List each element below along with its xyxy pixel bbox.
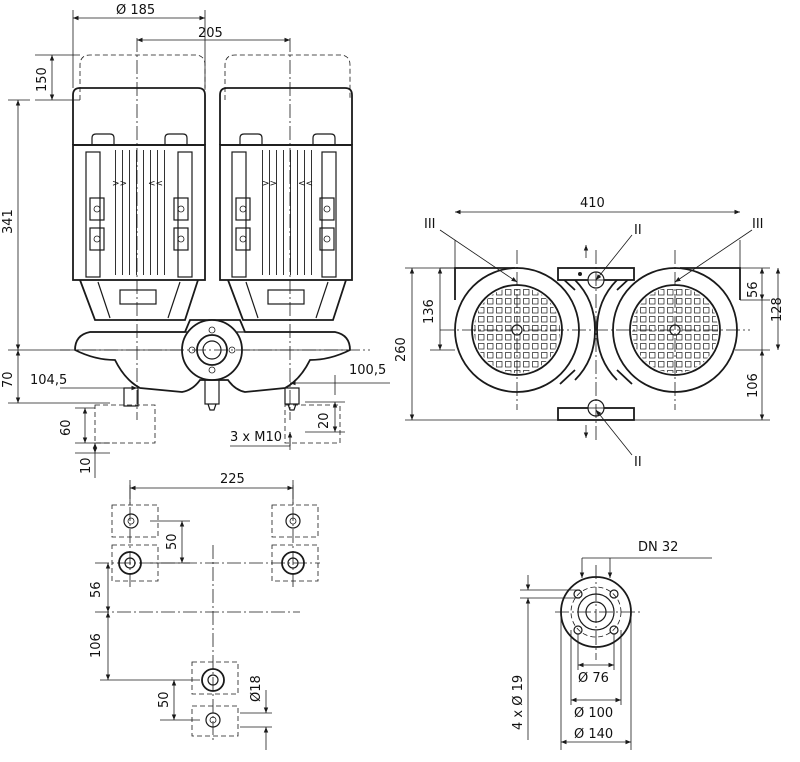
svg-text:<<: << (298, 179, 313, 189)
label-II-top: II (634, 223, 642, 238)
dim-top-width: 410 (580, 196, 605, 211)
label-II-bottom: II (634, 455, 642, 470)
dim-flange-d76: Ø 76 (578, 671, 609, 686)
right-motor-body (219, 144, 353, 281)
dim-motor-spacing: 205 (198, 26, 223, 41)
dim-flange-d100: Ø 100 (574, 706, 613, 721)
dim-total-height: 341 (1, 209, 16, 234)
dim-flange-d140: Ø 140 (574, 727, 613, 742)
dim-top-right-large: 128 (770, 297, 785, 322)
dim-foot-height: 60 (59, 419, 74, 436)
dim-top-left-offset: 136 (422, 299, 437, 324)
front-view: >> << >> << (8, 10, 390, 478)
left-motor-cap (79, 54, 206, 100)
dim-flange-height: 70 (1, 371, 16, 388)
dim-top-right-small: 56 (746, 281, 761, 298)
dim-base-hole: Ø18 (249, 675, 264, 702)
right-motor-cap (224, 54, 351, 100)
left-motor-body (72, 144, 206, 281)
left-motor-fan-cover (72, 87, 206, 145)
dim-base-lower-pair: 50 (157, 691, 172, 708)
dim-left-offset: 104,5 (30, 373, 67, 388)
dim-motor-diameter: Ø 185 (116, 3, 155, 18)
base-footprint (95, 480, 320, 750)
dim-base-upper-pair: 50 (165, 533, 180, 550)
dim-base-center-offset: 56 (89, 581, 104, 598)
dim-flange-dn: DN 32 (638, 540, 678, 555)
flange-detail (520, 557, 712, 750)
dim-base-spacing: 225 (220, 472, 245, 487)
right-motor-fan-cover (219, 87, 353, 145)
dim-flange-bolt-holes: 4 x Ø 19 (511, 675, 526, 730)
dim-feet-thread: 3 x M10 (230, 430, 282, 445)
dim-motor-cap: 150 (35, 67, 50, 92)
top-view (405, 209, 781, 456)
svg-text:<<: << (148, 179, 163, 189)
dim-foot-gap: 20 (317, 412, 332, 429)
label-III-right: III (752, 217, 764, 232)
dim-top-height: 260 (394, 337, 409, 362)
svg-text:>>: >> (262, 179, 277, 189)
svg-text:>>: >> (112, 179, 127, 189)
dim-top-right-lower: 106 (746, 373, 761, 398)
dim-right-offset: 100,5 (349, 363, 386, 378)
dim-base-lower-offset: 106 (89, 633, 104, 658)
label-III-left: III (424, 217, 436, 232)
dim-foot-base: 10 (79, 457, 94, 474)
